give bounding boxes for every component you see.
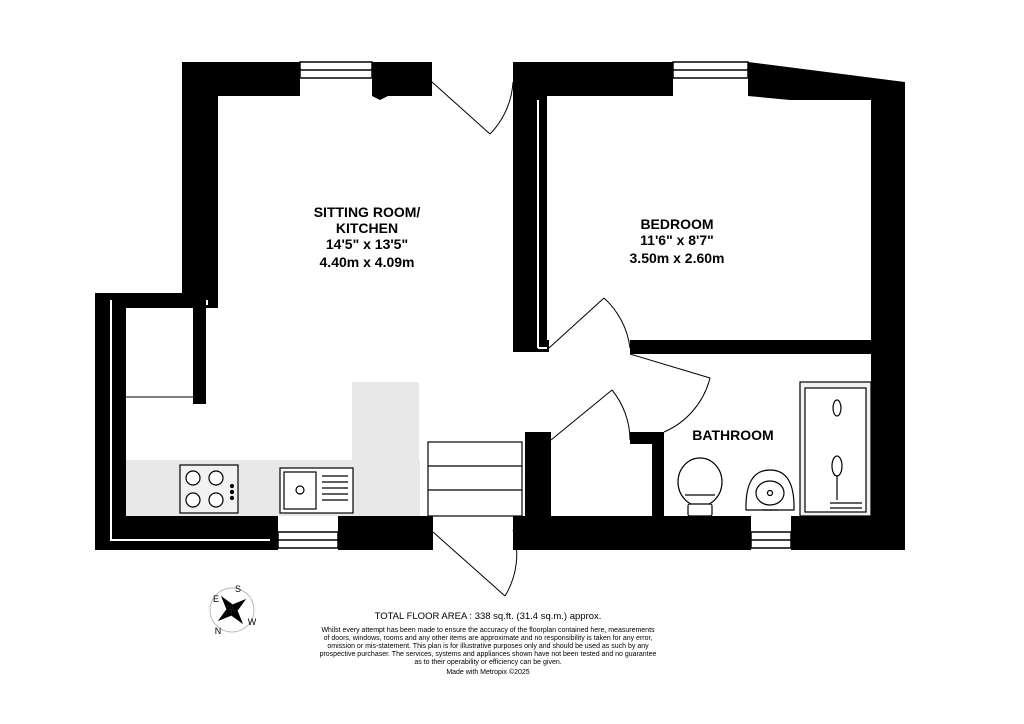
- compass-w: W: [248, 617, 257, 627]
- compass-s: S: [235, 584, 241, 594]
- total-floor-area: TOTAL FLOOR AREA : 338 sq.ft. (31.4 sq.m…: [375, 611, 602, 622]
- wall-bottom-mid: [338, 516, 433, 550]
- sitting-room-metric: 4.40m x 4.09m: [320, 254, 415, 270]
- wall-central: [513, 62, 547, 352]
- wall-inner-lines: [110, 100, 547, 541]
- window-bathroom-bottom: [750, 531, 792, 549]
- bedroom-metric: 3.50m x 2.60m: [630, 250, 725, 266]
- credit: Made with Metropix ©2025: [446, 668, 529, 676]
- window-kitchen-bottom: [277, 531, 339, 549]
- wall-bedroom-bottom: [630, 340, 905, 354]
- sitting-room-name-line2: KITCHEN: [336, 220, 398, 236]
- wall-bath-left: [652, 432, 664, 550]
- door-front: [432, 529, 518, 597]
- wall-bedroom-top-right: [748, 62, 905, 550]
- compass-rose-icon: [217, 595, 247, 625]
- sitting-room-imperial: 14'5" x 13'5": [326, 236, 408, 252]
- compass-e: E: [213, 594, 219, 604]
- wall-bottom-right: [513, 516, 751, 550]
- footer: TOTAL FLOOR AREA : 338 sq.ft. (31.4 sq.m…: [320, 611, 657, 676]
- door-top-entry: [431, 81, 514, 135]
- doors: [431, 81, 711, 597]
- door-bedroom: [548, 297, 631, 349]
- disclaimer-line-5: as to their operability or efficiency ca…: [414, 659, 561, 666]
- bathroom-name: BATHROOM: [692, 427, 773, 443]
- sitting-room-name-line1: SITTING ROOM/: [314, 204, 421, 220]
- stairs: [427, 441, 523, 517]
- kitchen-tiled-floor: [125, 382, 420, 516]
- compass-n: N: [215, 626, 222, 636]
- label-sitting-room: SITTING ROOM/ KITCHEN 14'5" x 13'5" 4.40…: [314, 204, 421, 270]
- wall-annex-divider: [193, 308, 206, 404]
- window-bedroom-top: [672, 61, 749, 79]
- bedroom-name: BEDROOM: [640, 216, 713, 232]
- disclaimer-line-4: prospective purchaser. The services, sys…: [320, 651, 657, 658]
- door-hall: [550, 389, 631, 441]
- toilet: [677, 457, 723, 517]
- wall-bottom-left: [95, 516, 278, 550]
- basin: [745, 469, 795, 511]
- disclaimer-line-1: Whilst every attempt has been made to en…: [321, 627, 655, 634]
- window-sitting-top: [299, 61, 373, 79]
- shower: [799, 381, 872, 517]
- wall-top-mid-slant: [372, 96, 388, 100]
- bedroom-imperial: 11'6" x 8'7": [640, 232, 714, 248]
- label-bedroom: BEDROOM 11'6" x 8'7" 3.50m x 2.60m: [630, 216, 725, 266]
- kitchen-sink: [279, 467, 354, 514]
- wall-top-left-inner: [182, 62, 218, 305]
- wall-hall-left: [525, 432, 551, 550]
- disclaimer-line-2: of doors, windows, rooms and any other i…: [324, 635, 653, 642]
- compass: S E N W: [209, 584, 257, 636]
- hob: [179, 464, 239, 514]
- door-bathroom: [629, 353, 711, 433]
- window-reveals: [278, 78, 770, 96]
- windows: [277, 61, 792, 549]
- disclaimer-line-3: omission or mis-statement. This plan is …: [327, 643, 649, 650]
